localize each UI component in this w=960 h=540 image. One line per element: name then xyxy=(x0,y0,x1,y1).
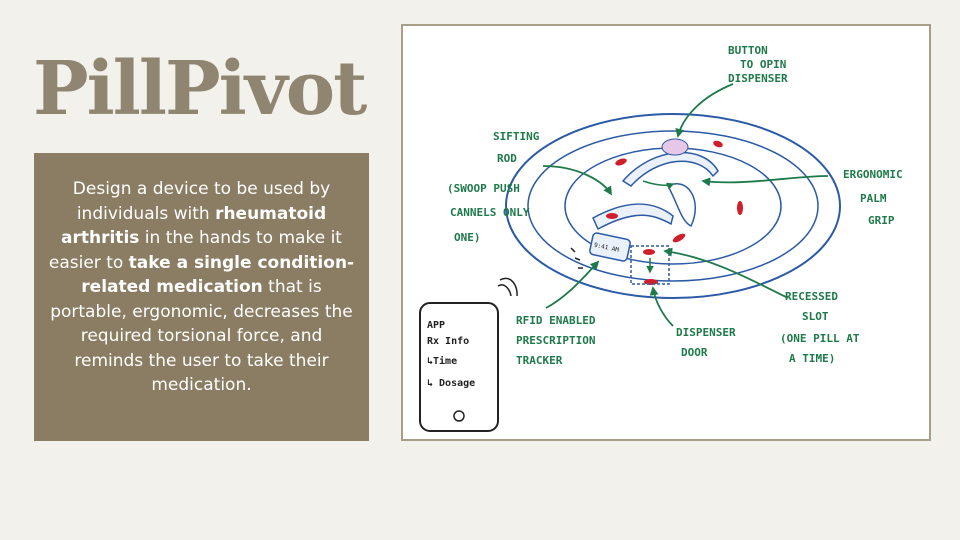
pill xyxy=(644,279,658,285)
pill xyxy=(672,233,686,243)
swoop-channel xyxy=(666,183,696,228)
label-rfid: TRACKER xyxy=(516,354,563,367)
label-rfid: RFID ENABLED xyxy=(516,314,596,327)
label-rfid: PRESCRIPTION xyxy=(516,334,595,347)
label-button: TO OPIN xyxy=(740,58,786,71)
device-outer-ring xyxy=(505,113,841,299)
pill xyxy=(615,158,627,166)
label-recessed-slot: A TIME) xyxy=(789,352,835,365)
description-bold-condition: rheumatoid arthritis xyxy=(61,203,327,249)
label-dispenser-door: DOOR xyxy=(681,346,708,359)
rfid-tracker xyxy=(589,232,631,262)
label-recessed-slot: RECESSED xyxy=(785,290,838,303)
label-button: BUTTON xyxy=(728,44,768,57)
description-text: that is portable, ergonomic, decreases t… xyxy=(50,277,353,395)
device-sketch: 9:41 AM APP Rx Info ↳Time ↳ Dosage BUTTO… xyxy=(401,24,931,441)
label-sifting-rod: SIFTING xyxy=(493,130,540,143)
description-text: Design a device to be used by individual… xyxy=(72,179,331,224)
pill xyxy=(713,140,723,148)
label-recessed-slot: (ONE PILL AT xyxy=(780,332,860,345)
pill xyxy=(643,249,655,255)
label-recessed-slot: SLOT xyxy=(802,310,829,323)
label-ergonomic: ERGONOMIC xyxy=(843,168,903,181)
phone-home-button xyxy=(453,410,465,422)
phone-app xyxy=(419,302,499,432)
sifting-channel xyxy=(621,151,719,187)
label-button: DISPENSER xyxy=(728,72,788,85)
description-text: in the hands to make it easier to xyxy=(48,228,342,273)
label-sifting-rod: ROD xyxy=(497,152,517,165)
label-swoop: (SWOOP PUSH xyxy=(447,182,520,195)
sifting-rod xyxy=(592,203,674,231)
open-button xyxy=(661,138,689,156)
phone-line: Rx Info xyxy=(427,336,469,347)
label-swoop: ONE) xyxy=(454,231,481,244)
dispenser-door xyxy=(630,245,670,285)
phone-line: ↳Time xyxy=(427,355,457,367)
label-dispenser-door: DISPENSER xyxy=(676,326,736,339)
label-ergonomic: GRIP xyxy=(868,214,895,227)
sketch-drawing: 9:41 AM APP Rx Info ↳Time ↳ Dosage BUTTO… xyxy=(419,44,903,432)
pill xyxy=(737,201,743,215)
device-inner-ring xyxy=(527,130,819,282)
page-title: PillPivot xyxy=(33,46,367,132)
phone-line: ↳ Dosage xyxy=(427,378,475,389)
label-ergonomic: PALM xyxy=(860,192,887,205)
description-box: Design a device to be used by individual… xyxy=(34,153,369,441)
pill xyxy=(606,213,618,219)
phone-line: APP xyxy=(427,320,445,331)
label-swoop: CANNELS ONLY xyxy=(450,206,530,219)
description-bold-task: take a single condition-related medicati… xyxy=(81,252,355,298)
